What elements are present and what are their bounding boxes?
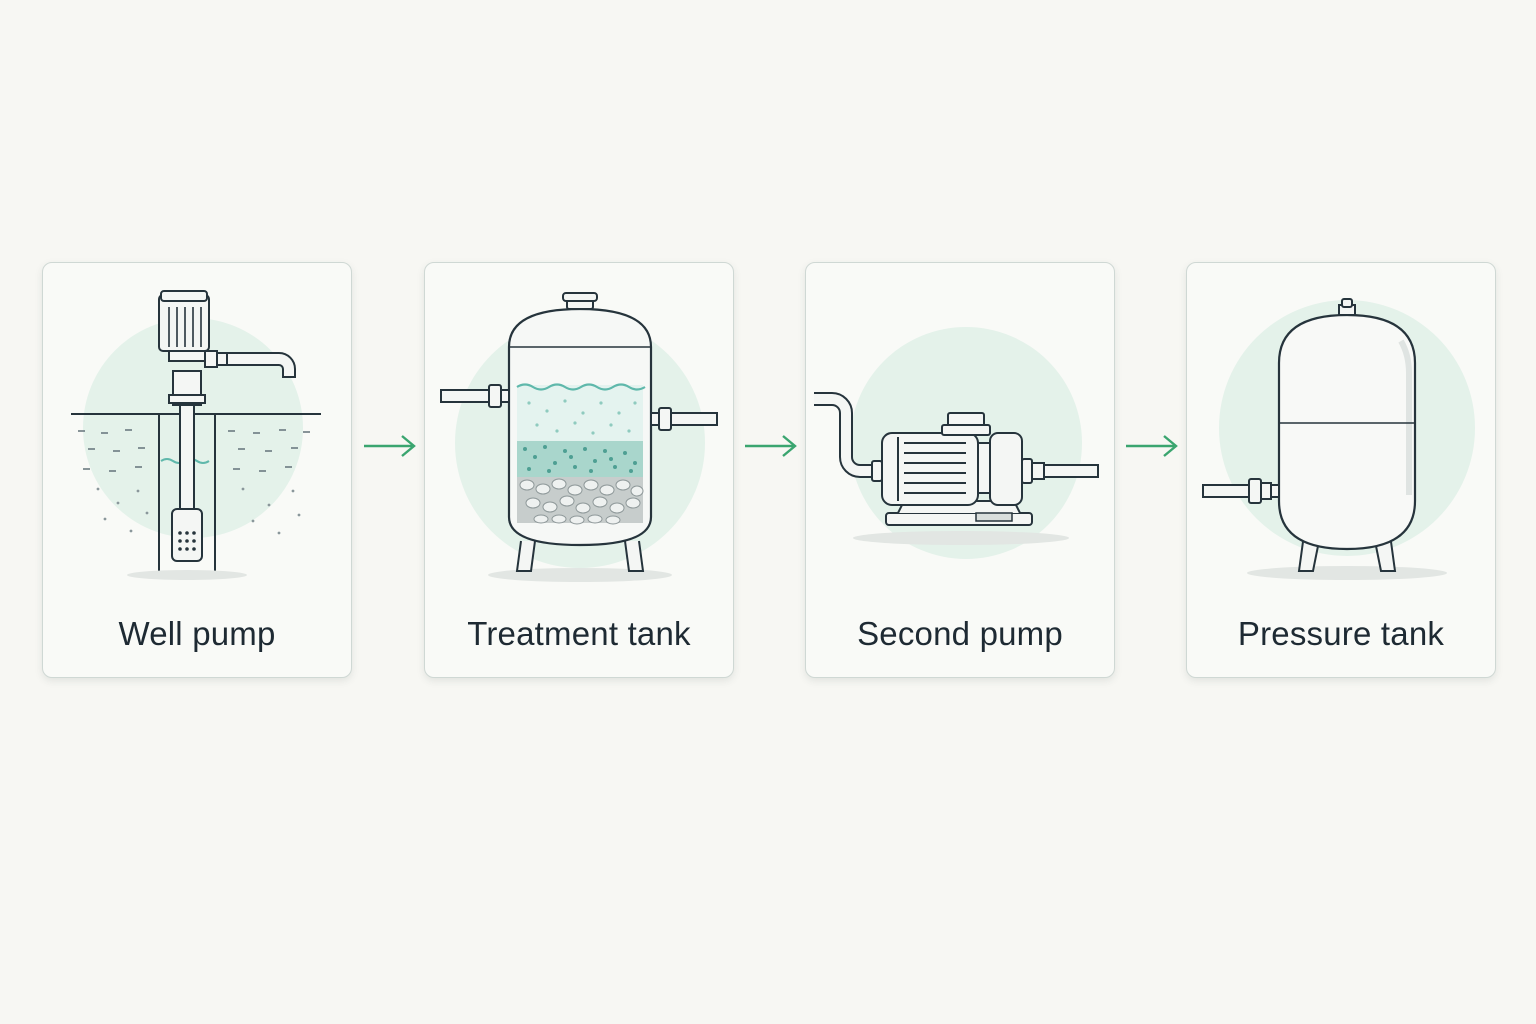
arrow-right-icon (745, 435, 797, 457)
step-label: Second pump (857, 615, 1063, 652)
step-label: Treatment tank (467, 615, 691, 652)
pressure-tank-icon (1202, 298, 1475, 580)
step-card-treatment-tank: Treatment tank (424, 262, 734, 678)
step-card-pressure-tank: Pressure tank (1186, 262, 1496, 678)
step-card-well-pump: Well pump (42, 262, 352, 678)
well-pump-icon (71, 290, 321, 580)
centrifugal-pump-icon (814, 327, 1099, 559)
treatment-tank-icon (440, 292, 718, 582)
arrow-right-icon (1126, 435, 1178, 457)
step-label: Well pump (118, 615, 276, 652)
arrow-right-icon (364, 435, 416, 457)
step-card-second-pump: Second pump (805, 262, 1115, 678)
step-label: Pressure tank (1237, 615, 1445, 652)
